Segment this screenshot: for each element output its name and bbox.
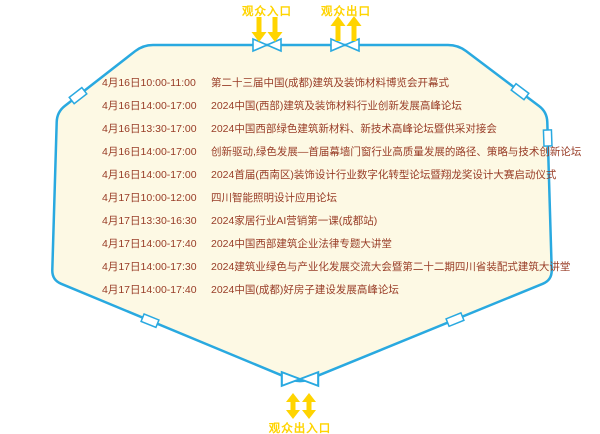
door-marker-icon <box>510 82 530 101</box>
down-arrow-icon <box>267 17 283 42</box>
event-time: 4月17日14:00-17:30 <box>102 261 197 273</box>
down-arrow-icon <box>251 17 267 42</box>
event-time: 4月17日14:00-17:40 <box>102 238 197 250</box>
entrance-exit-label-bottom: 观众出入口 <box>268 423 332 434</box>
event-time: 4月16日10:00-11:00 <box>102 77 196 89</box>
exit-gate-icon <box>330 37 360 53</box>
event-time: 4月17日13:30-16:30 <box>102 215 197 227</box>
event-time: 4月16日13:30-17:00 <box>102 123 197 135</box>
schedule-row: 4月16日13:30-17:00 2024中国西部绿色建筑新材料、新技术高峰论坛… <box>102 118 562 141</box>
event-title: 第二十三届中国(成都)建筑及装饰材料博览会开幕式 <box>211 77 449 89</box>
two-way-arrow-icon <box>286 393 300 419</box>
schedule-row: 4月17日13:30-16:30 2024家居行业AI营销第一课(成都站) <box>102 210 562 233</box>
schedule-row: 4月17日14:00-17:40 2024中国(成都)好房子建设发展高峰论坛 <box>102 279 562 302</box>
schedule-list: 4月16日10:00-11:00 第二十三届中国(成都)建筑及装饰材料博览会开幕… <box>102 72 581 302</box>
schedule-row: 4月17日14:00-17:30 2024建筑业绿色与产业化发展交流大会暨第二十… <box>102 256 570 279</box>
schedule-row: 4月16日14:00-17:00 2024中国(西部)建筑及装饰材料行业创新发展… <box>102 95 562 118</box>
event-time: 4月16日14:00-17:00 <box>102 146 197 158</box>
event-time: 4月16日14:00-17:00 <box>102 169 197 181</box>
door-marker-icon <box>68 86 88 105</box>
up-arrow-icon <box>346 16 362 41</box>
schedule-row: 4月16日10:00-11:00 第二十三届中国(成都)建筑及装饰材料博览会开幕… <box>102 72 562 95</box>
entrance-gate-icon <box>252 37 282 53</box>
event-time: 4月16日14:00-17:00 <box>102 100 197 112</box>
exit-label-top-right: 观众出口 <box>321 6 371 18</box>
door-marker-icon <box>445 311 465 328</box>
schedule-row: 4月17日14:00-17:40 2024中国西部建筑企业法律专题大讲堂 <box>102 233 562 256</box>
event-title: 2024建筑业绿色与产业化发展交流大会暨第二十二期四川省装配式建筑大讲堂 <box>211 261 571 273</box>
event-title: 创新驱动,绿色发展—首届幕墙门窗行业高质量发展的路径、策略与技术创新论坛 <box>211 146 582 158</box>
event-title: 2024中国(西部)建筑及装饰材料行业创新发展高峰论坛 <box>211 100 462 112</box>
two-way-arrow-icon <box>302 393 316 419</box>
door-marker-icon <box>542 129 553 147</box>
event-title: 2024中国(成都)好房子建设发展高峰论坛 <box>211 284 399 296</box>
door-marker-icon <box>140 313 160 329</box>
event-title: 2024中国西部绿色建筑新材料、新技术高峰论坛暨供采对接会 <box>211 123 497 135</box>
schedule-row: 4月17日10:00-12:00 四川智能照明设计应用论坛 <box>102 187 562 210</box>
event-title: 2024首届(西南区)装饰设计行业数字化转型论坛暨翔龙奖设计大赛启动仪式 <box>211 169 557 181</box>
schedule-row: 4月16日14:00-17:00 创新驱动,绿色发展—首届幕墙门窗行业高质量发展… <box>102 141 581 164</box>
event-title: 2024家居行业AI营销第一课(成都站) <box>211 215 378 227</box>
event-title: 四川智能照明设计应用论坛 <box>211 192 337 204</box>
event-title: 2024中国西部建筑企业法律专题大讲堂 <box>211 238 392 250</box>
event-time: 4月17日10:00-12:00 <box>102 192 197 204</box>
up-arrow-icon <box>330 16 346 41</box>
venue-outline <box>51 43 553 383</box>
bottom-gate-icon <box>280 370 320 388</box>
event-time: 4月17日14:00-17:40 <box>102 284 197 296</box>
schedule-row: 4月16日14:00-17:00 2024首届(西南区)装饰设计行业数字化转型论… <box>102 164 562 187</box>
entrance-label-top-left: 观众入口 <box>242 6 292 18</box>
